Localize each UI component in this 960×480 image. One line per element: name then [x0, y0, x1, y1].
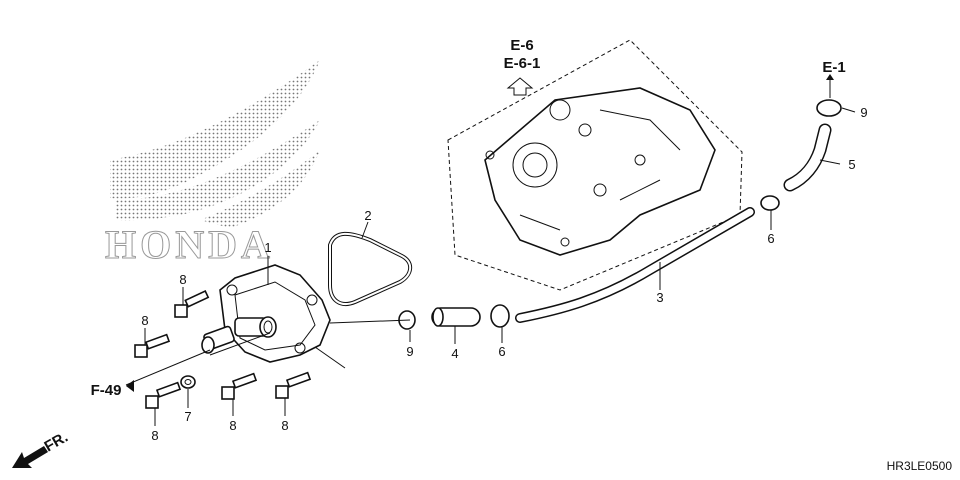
callout-8-left: 8 [141, 313, 148, 328]
callout-8-bottom-left: 8 [151, 428, 158, 443]
front-arrow-icon [12, 446, 48, 468]
o-ring-2-outer [328, 231, 413, 306]
hose-4 [431, 307, 481, 327]
ref-f49-arrowhead [126, 380, 134, 392]
up-arrow-icon [506, 77, 534, 96]
ref-e1-arrowhead [826, 74, 834, 80]
honda-wordmark: HONDA [105, 222, 274, 267]
clamp-9-upper [816, 99, 842, 117]
callout-3: 3 [656, 290, 663, 305]
callout-8-upper: 8 [179, 272, 186, 287]
callout-9-upper: 9 [860, 105, 867, 120]
bolt-8-bottom-middle [221, 372, 258, 400]
bolt-8-bottom-left [145, 381, 182, 409]
callout-4: 4 [451, 346, 458, 361]
callout-1: 1 [264, 240, 271, 255]
ref-e6-1: E-6-1 [504, 55, 541, 72]
o-ring-2-inner [329, 232, 412, 305]
pipe-3-fill [516, 208, 754, 322]
ref-f49: F-49 [91, 382, 122, 399]
leader-lines [125, 107, 856, 426]
callout-7: 7 [184, 409, 191, 424]
ref-e1: E-1 [822, 59, 845, 76]
clamp-6-right [760, 195, 780, 211]
callout-2: 2 [364, 208, 371, 223]
ref-e6: E-6 [510, 37, 533, 54]
clamp-6-middle [490, 304, 510, 328]
bolt-8-left [134, 333, 171, 358]
diagram-code: HR3LE0500 [887, 459, 953, 473]
callout-6-middle: 6 [498, 344, 505, 359]
engine-crankcase [484, 87, 716, 256]
washer-7 [180, 375, 196, 389]
bolt-8-upper [174, 290, 210, 318]
callout-8-bottom-right: 8 [281, 418, 288, 433]
callout-5: 5 [848, 157, 855, 172]
hose-5-fill [785, 125, 830, 190]
honda-wing-logo: HONDA [105, 60, 320, 268]
callout-8-bottom-middle: 8 [229, 418, 236, 433]
bolt-8-bottom-right [275, 371, 312, 399]
water-pump-cover-1 [201, 264, 331, 363]
callout-6-right: 6 [767, 231, 774, 246]
callout-9-lower: 9 [406, 344, 413, 359]
